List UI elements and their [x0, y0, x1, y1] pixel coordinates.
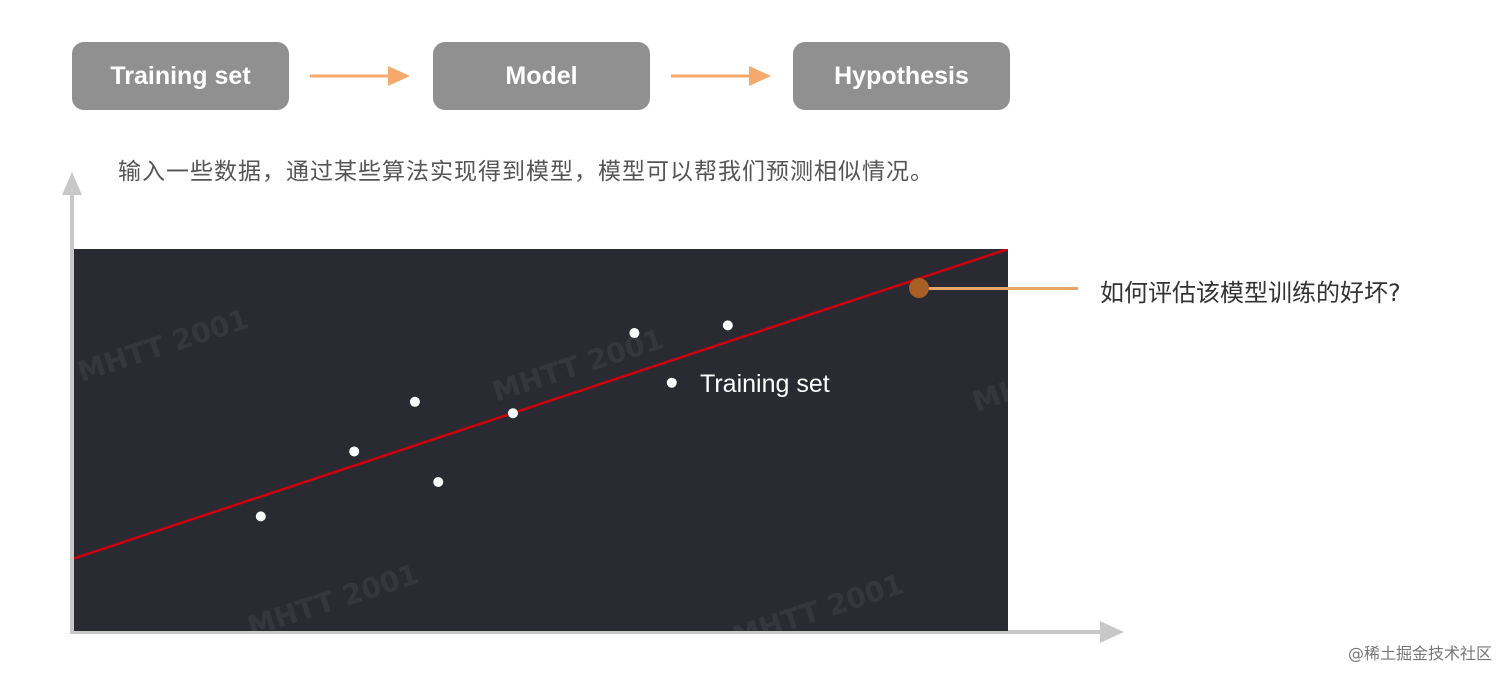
- data-point-7: [666, 377, 677, 388]
- flow-arrow-icon: [671, 66, 771, 86]
- flow-step-label: Training set: [110, 61, 251, 90]
- footer-credit: @稀土掘金技术社区: [1347, 644, 1492, 663]
- scatter-plot: [74, 249, 1008, 560]
- data-point-2: [349, 446, 360, 457]
- flow-step-training-set: Training set: [72, 42, 289, 110]
- flow-step-hypothesis: Hypothesis: [793, 42, 1010, 110]
- flow-step-model: Model: [433, 42, 650, 110]
- callout-dot: [909, 278, 929, 298]
- flow-step-label: Hypothesis: [834, 61, 969, 90]
- callout-line: [920, 287, 1078, 290]
- flow-step-label: Model: [505, 61, 578, 90]
- flow-arrow-icon: [310, 66, 410, 86]
- x-axis-arrow-icon: [1100, 621, 1124, 643]
- data-point-4: [433, 477, 444, 488]
- plot-area: MHTT 2001 MHTT 2001 MHTT 2001 MHTT 2001 …: [74, 249, 1008, 631]
- series-label: Training set: [700, 370, 830, 398]
- callout-text: 如何评估该模型训练的好坏?: [1100, 279, 1401, 307]
- data-point-1: [255, 511, 266, 522]
- data-point-8: [722, 320, 733, 331]
- caption-text: 输入一些数据，通过某些算法实现得到模型，模型可以帮我们预测相似情况。: [118, 159, 934, 185]
- regression-line: [74, 249, 1008, 560]
- data-point-3: [409, 396, 420, 407]
- y-axis-arrow-icon: [62, 172, 82, 195]
- data-point-6: [629, 328, 640, 339]
- data-point-5: [507, 408, 518, 419]
